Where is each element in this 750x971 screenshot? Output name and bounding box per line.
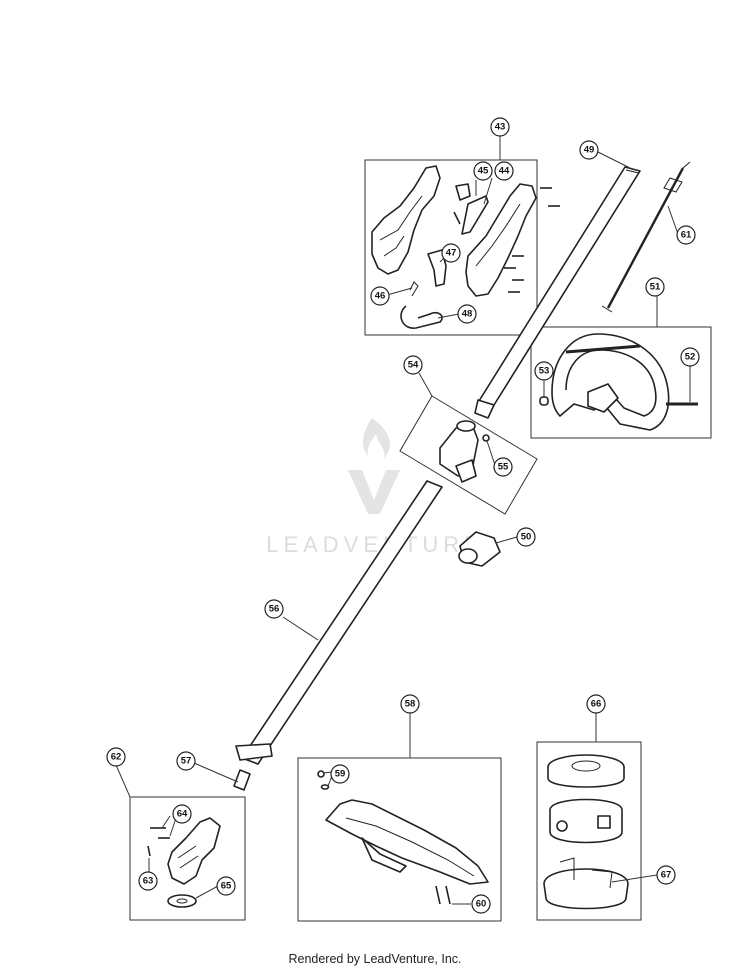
housing-screws [453, 187, 560, 293]
spring-wire [409, 281, 419, 297]
callout-51: 51 [645, 277, 665, 297]
loop-handle [539, 333, 698, 431]
callout-64: 64 [172, 804, 192, 824]
watermark: LEADVENTURE [266, 418, 484, 557]
drive-cable [601, 161, 691, 313]
svg-text:63: 63 [143, 876, 154, 887]
svg-text:48: 48 [462, 309, 473, 320]
guard-bracket [235, 743, 273, 761]
debris-guard [317, 770, 489, 905]
shaft-coupler-clamp [439, 420, 490, 483]
trimmer-housing [543, 868, 629, 910]
footer-credit: Rendered by LeadVenture, Inc. [288, 952, 462, 966]
svg-text:53: 53 [539, 366, 550, 377]
svg-text:59: 59 [335, 769, 346, 780]
watermark-logo-icon [348, 418, 400, 514]
callout-65: 65 [216, 876, 236, 896]
group-box-43 [364, 159, 538, 336]
callout-49: 49 [579, 140, 599, 160]
callout-61: 61 [676, 225, 696, 245]
gear-head-assembly [147, 817, 221, 908]
svg-text:62: 62 [111, 752, 122, 763]
callout-66: 66 [586, 694, 606, 714]
trigger-switch [455, 183, 471, 201]
right-housing-half [465, 183, 537, 297]
svg-text:60: 60 [476, 899, 487, 910]
watermark-text: LEADVENTURE [266, 532, 484, 557]
callout-45: 45 [473, 161, 493, 181]
svg-text:66: 66 [591, 699, 602, 710]
gear-head-screws [147, 827, 170, 857]
callout-52: 52 [680, 347, 700, 367]
coupler-sleeve [458, 531, 501, 567]
callout-62: 62 [106, 747, 126, 767]
callout-48: 48 [457, 304, 477, 324]
group-box-51 [530, 326, 712, 439]
group-box-58 [297, 757, 502, 922]
trimmer-spool [549, 798, 623, 844]
svg-text:50: 50 [521, 532, 532, 543]
left-housing-half [371, 165, 441, 275]
callout-58: 58 [400, 694, 420, 714]
callout-57: 57 [176, 751, 196, 771]
svg-text:43: 43 [495, 122, 506, 133]
callout-46: 46 [370, 286, 390, 306]
group-box-54 [399, 395, 538, 515]
svg-text:44: 44 [499, 166, 510, 177]
svg-text:55: 55 [498, 462, 509, 473]
svg-text:51: 51 [650, 282, 661, 293]
svg-text:57: 57 [181, 756, 192, 767]
callout-47: 47 [441, 243, 461, 263]
svg-text:52: 52 [685, 352, 696, 363]
callout-53: 53 [534, 361, 554, 381]
callout-59: 59 [330, 764, 350, 784]
housing-assembly [371, 165, 560, 329]
callout-43: 43 [490, 117, 510, 137]
svg-text:45: 45 [478, 166, 489, 177]
trimmer-head [543, 754, 629, 910]
group-box-62 [129, 796, 246, 921]
spool-eyelet [597, 815, 611, 829]
handle-nut [539, 396, 549, 406]
shaft-end [233, 769, 251, 791]
svg-text:65: 65 [221, 881, 232, 892]
switch-rod [461, 195, 489, 235]
guard-screws [435, 885, 451, 905]
svg-text:58: 58 [405, 699, 416, 710]
callouts: 43 45 44 47 46 48 49 61 51 52 53 54 55 5… [106, 117, 700, 914]
svg-text:61: 61 [681, 230, 692, 241]
clamp-screw [482, 434, 490, 442]
lower-shaft [233, 480, 443, 791]
svg-text:67: 67 [661, 870, 672, 881]
upper-shaft [474, 166, 641, 419]
svg-text:47: 47 [446, 248, 457, 259]
svg-text:46: 46 [375, 291, 386, 302]
svg-text:54: 54 [408, 360, 419, 371]
callout-56: 56 [264, 599, 284, 619]
callout-54: 54 [403, 355, 423, 375]
callout-67: 67 [656, 865, 676, 885]
svg-text:49: 49 [584, 145, 595, 156]
callout-60: 60 [471, 894, 491, 914]
callout-55: 55 [493, 457, 513, 477]
svg-text:64: 64 [177, 809, 188, 820]
group-box-66 [536, 741, 642, 921]
spring-clip [400, 305, 443, 329]
gear-head-washer [167, 894, 197, 908]
svg-text:56: 56 [269, 604, 280, 615]
callout-63: 63 [138, 871, 158, 891]
callout-44: 44 [494, 161, 514, 181]
callout-50: 50 [516, 527, 536, 547]
